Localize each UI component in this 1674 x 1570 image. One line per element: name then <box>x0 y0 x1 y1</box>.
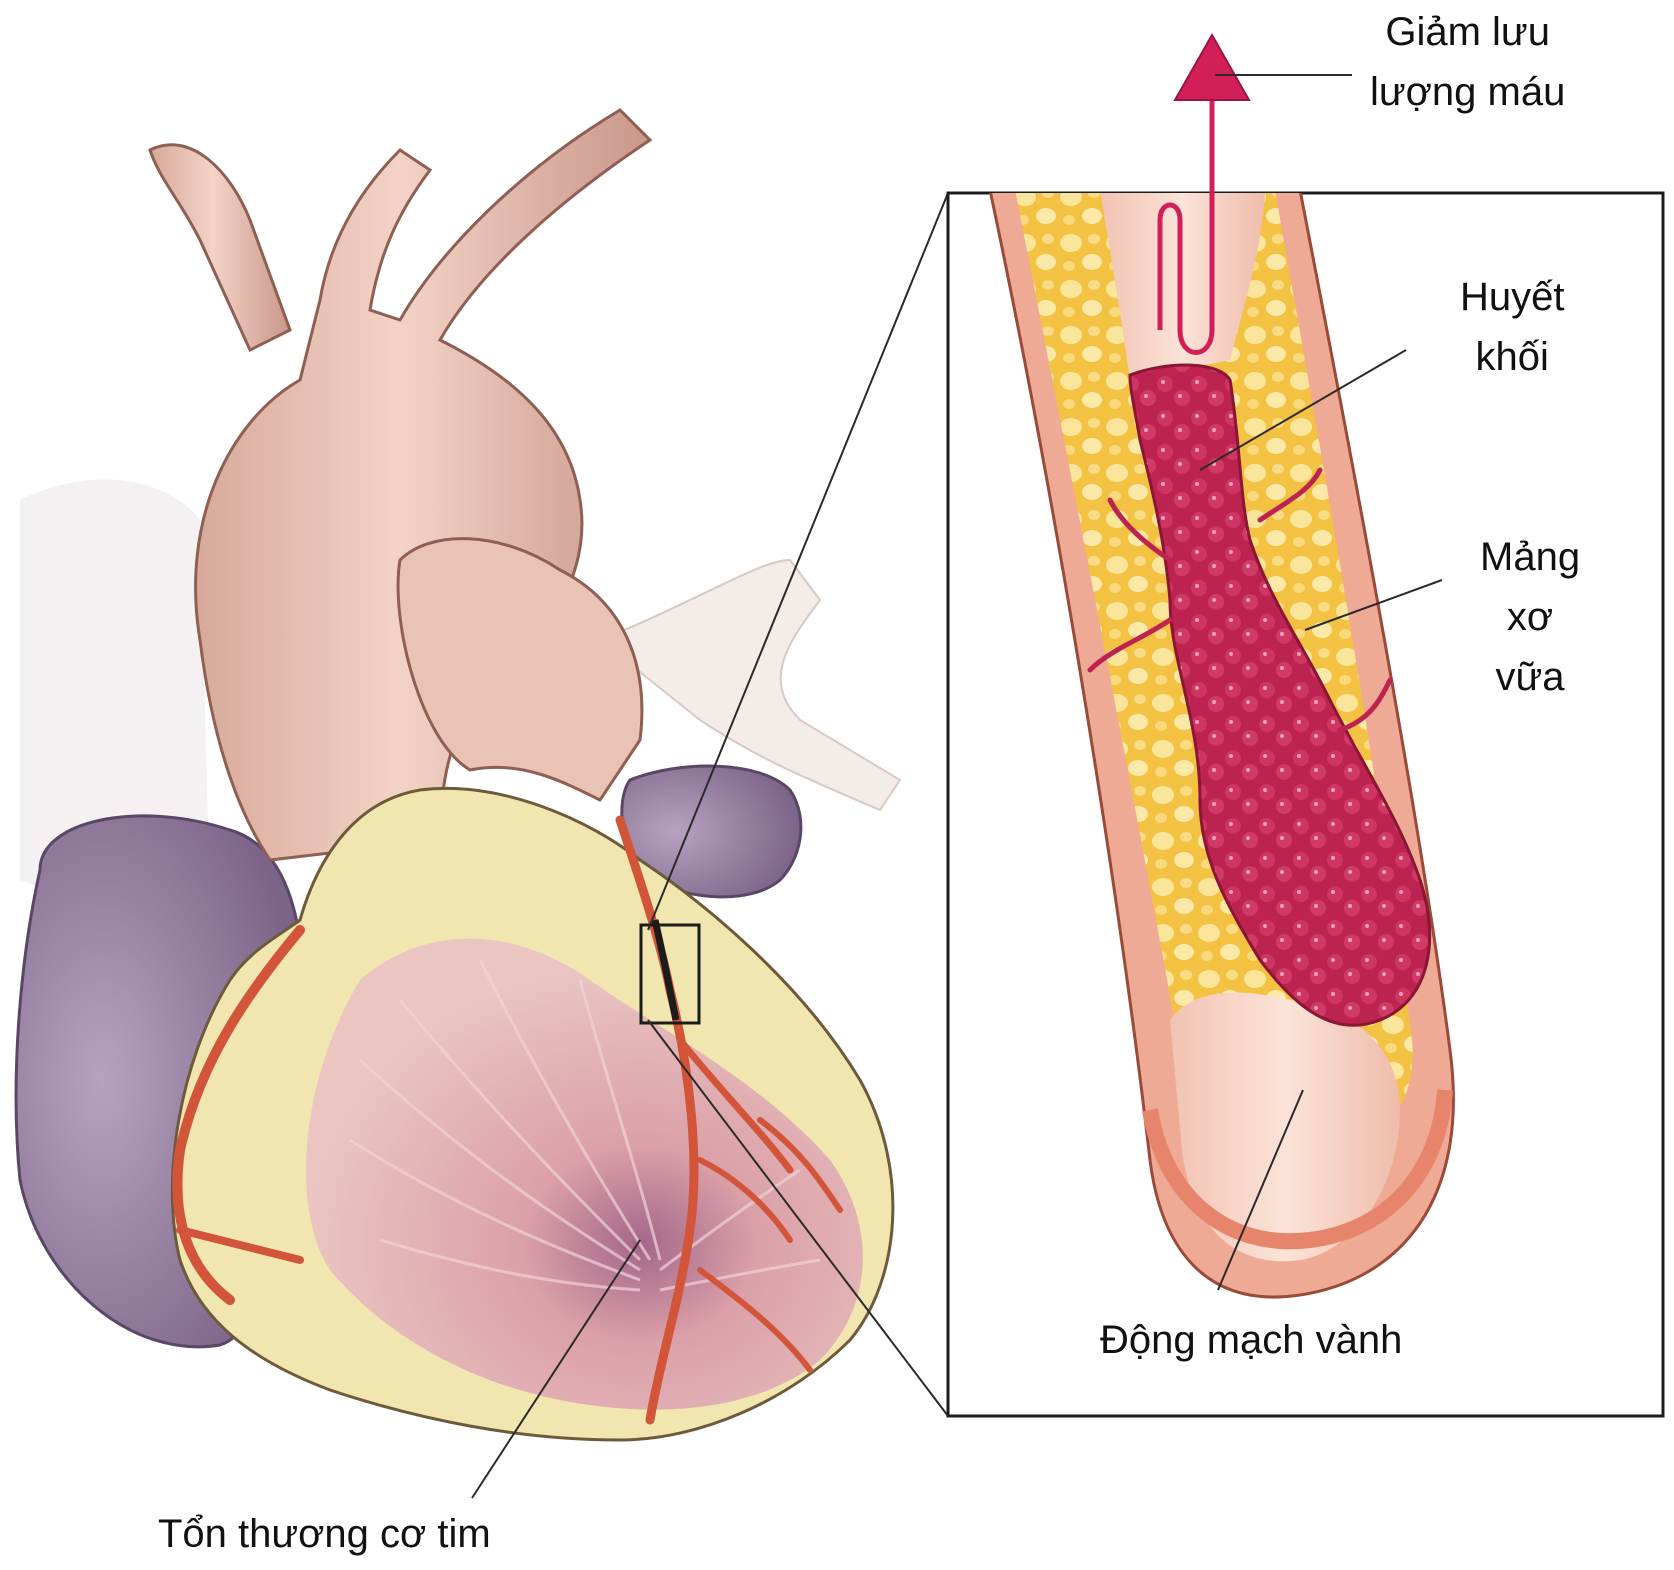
zoom-panel <box>946 32 1665 1418</box>
artery-cut-ring <box>1142 1089 1453 1250</box>
thrombus <box>1128 363 1432 1027</box>
leader-myocardial-damage <box>471 1239 641 1499</box>
label-plaque-line2: xơ <box>1506 595 1554 639</box>
leader-thrombus <box>1199 349 1407 471</box>
label-plaque-line1: Mảng <box>1480 535 1581 579</box>
label-reduced-blood-flow-line2: lượng máu <box>1370 70 1566 114</box>
artery-lumen <box>1170 992 1400 1262</box>
zoom-connector-top <box>647 192 949 931</box>
pulmonary-trunk <box>396 537 644 802</box>
heart-illustration <box>14 108 902 1442</box>
label-myocardial-damage-text: Tổn thương cơ tim <box>158 1512 491 1556</box>
leader-coronary-artery <box>1217 1089 1304 1291</box>
label-plaque: Mảng xơ vữa <box>1480 527 1580 707</box>
label-thrombus: Huyết khối <box>1460 267 1565 387</box>
label-coronary-artery: Động mạch vành <box>1100 1310 1402 1370</box>
artery-lumen-top <box>1100 193 1265 380</box>
zoom-connector-bottom <box>647 1019 949 1417</box>
occlusion-highlight-box <box>639 923 701 1025</box>
label-reduced-blood-flow-line1: Giảm lưu <box>1385 10 1550 54</box>
reduced-flow-arrow <box>1157 85 1215 355</box>
occlusion-dark <box>651 919 680 1021</box>
coronary-arteries <box>172 815 843 1425</box>
label-myocardial-damage: Tổn thương cơ tim <box>158 1504 491 1564</box>
leader-plaque <box>1304 579 1443 631</box>
label-coronary-artery-text: Động mạch vành <box>1100 1318 1403 1362</box>
pulmonary-vessels <box>598 558 902 812</box>
leader-lines <box>471 74 1443 1499</box>
myocardium <box>306 938 863 1410</box>
thrombus-tendrils <box>1087 467 1393 733</box>
label-thrombus-line1: Huyết <box>1460 275 1565 319</box>
aortic-arch-branch <box>148 143 292 353</box>
label-thrombus-line2: khối <box>1475 335 1549 379</box>
label-plaque-line3: vữa <box>1495 655 1565 699</box>
label-reduced-blood-flow: Giảm lưu lượng máu <box>1370 2 1565 122</box>
left-vessel-background <box>20 479 210 913</box>
reduced-flow-arrowhead <box>1173 32 1251 101</box>
